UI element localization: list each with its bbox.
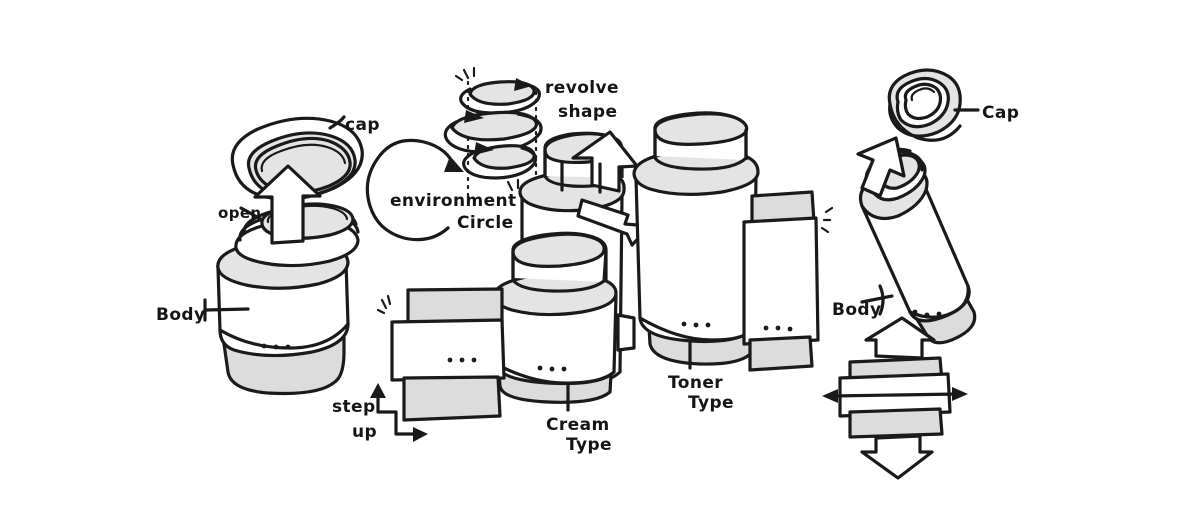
right-bottle-cap [887,68,962,142]
revolve-shape-label-2: shape [558,102,617,122]
body-leader-line [204,307,250,312]
toner-type-bottle: Toner Type [632,111,760,413]
right-body-label: Body [832,300,882,320]
toner-type-label-1: Toner [668,373,723,393]
cream-type-label-1: Cream [546,415,610,435]
left-jar-body-shape [216,202,360,396]
toner-type-label-2: Type [688,393,734,413]
cap-leader-line [328,115,346,130]
scale-arrow-block [822,316,968,480]
open-leader-line [239,206,264,222]
environment-circle-label-2: Circle [457,213,514,233]
left-body-dots [261,343,291,350]
cream-type-jar: Cream Type [492,231,618,455]
right-tilted-bottle [856,68,980,345]
right-body-leader-tick [878,284,885,316]
open-arrow [253,164,322,245]
revolve-shape-label-1: revolve [545,78,619,98]
environment-circle-label-1: environment [390,191,517,211]
left-cap-label: cap [345,115,380,135]
environment-circle-diagram: environment Circle [365,138,517,242]
left-body-label: Body [156,305,206,325]
cream-type-label-2: Type [566,435,612,455]
step-up-blocks: step up [332,287,506,442]
left-open-jar [203,115,364,396]
step-up-label-2: up [352,422,377,442]
right-open-arrow [856,136,906,198]
open-label: open [218,204,262,222]
right-cap-label: Cap [982,103,1019,123]
right-body-leader-line [860,294,894,304]
text-labels: cap open Body Cap Body [156,103,1019,325]
step-up-label-1: step [332,397,376,417]
revolve-shape-diagram: revolve shape [443,66,619,202]
flat-block-shape [742,190,834,372]
